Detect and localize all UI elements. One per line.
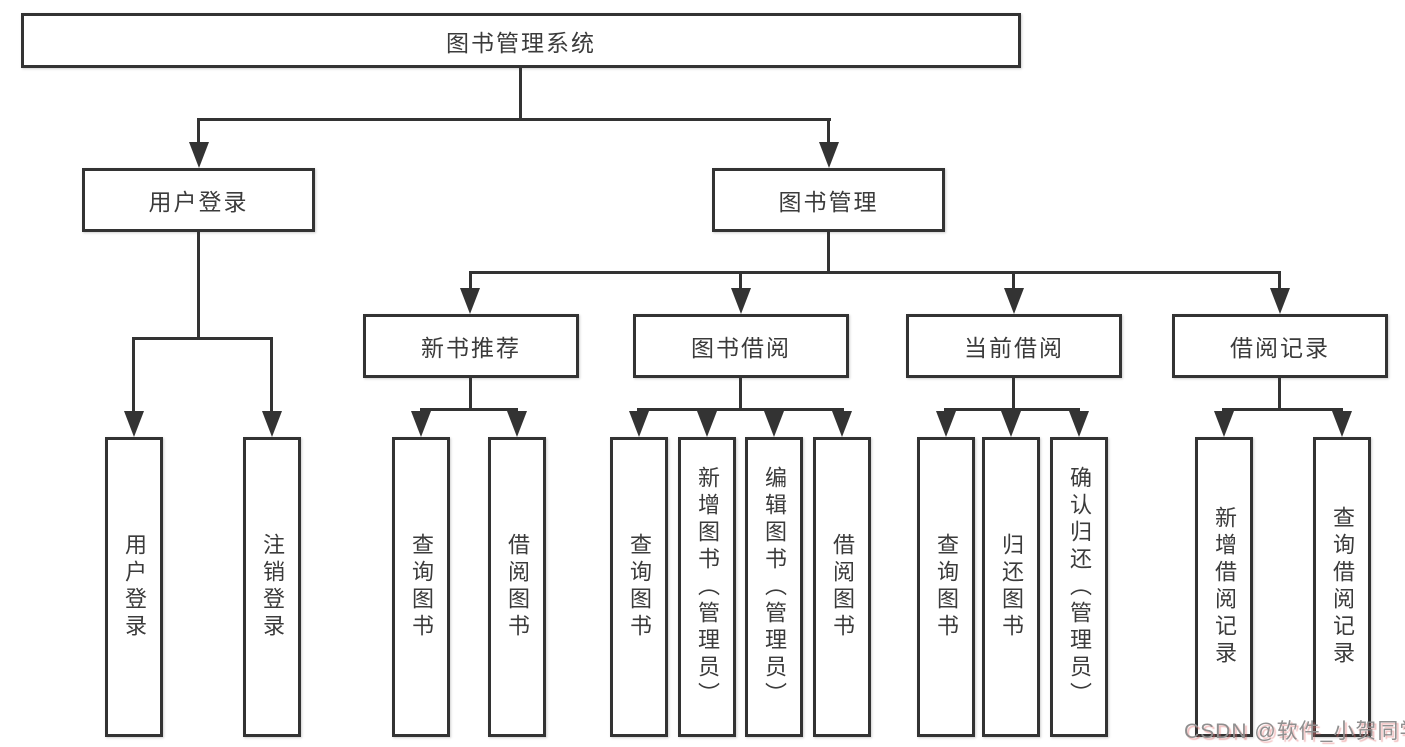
- connector-line: [469, 271, 1281, 274]
- arrow-down-icon: [764, 411, 784, 437]
- leaf-query-books-current: 查询图书: [917, 437, 975, 737]
- node-current-borrowing: 当前借阅: [906, 314, 1122, 378]
- connector-line: [469, 375, 472, 411]
- connector-line: [1222, 408, 1343, 411]
- connector-line: [739, 375, 742, 411]
- node-label: 用户登录: [148, 189, 249, 215]
- arrow-down-icon: [460, 288, 480, 314]
- arrow-down-icon: [731, 288, 751, 314]
- arrow-down-icon: [1270, 288, 1290, 314]
- leaf-logout: 注销登录: [243, 437, 301, 737]
- connector-line: [1278, 271, 1281, 290]
- leaf-label: 注销登录: [260, 533, 285, 641]
- connector-line: [197, 118, 200, 146]
- arrow-down-icon: [124, 411, 144, 437]
- leaf-query-books-recommend: 查询图书: [392, 437, 450, 737]
- arrow-down-icon: [262, 411, 282, 437]
- node-label: 新书推荐: [421, 335, 521, 361]
- arrow-down-icon: [1069, 411, 1089, 437]
- leaf-user-login: 用户登录: [105, 437, 163, 737]
- connector-line: [469, 271, 472, 290]
- connector-line: [519, 66, 522, 121]
- leaf-label: 查询借阅记录: [1330, 506, 1355, 668]
- connector-line: [1278, 375, 1281, 411]
- arrow-down-icon: [819, 142, 839, 168]
- leaf-label: 借阅图书: [830, 533, 855, 641]
- leaf-label: 借阅图书: [505, 533, 530, 641]
- leaf-query-borrow-record: 查询借阅记录: [1313, 437, 1371, 737]
- leaf-label: 新增图书（管理员）: [695, 465, 720, 709]
- node-borrow-records: 借阅记录: [1172, 314, 1388, 378]
- csdn-watermark: CSDN @软件_小贺同学: [1184, 720, 1405, 743]
- node-label: 当前借阅: [964, 335, 1064, 361]
- leaf-label: 归还图书: [999, 533, 1024, 641]
- leaf-label: 新增借阅记录: [1212, 506, 1237, 668]
- node-label: 图书管理系统: [446, 29, 596, 56]
- arrow-down-icon: [1332, 411, 1352, 437]
- leaf-label: 编辑图书（管理员）: [762, 465, 787, 709]
- leaf-confirm-return-admin: 确认归还（管理员）: [1050, 437, 1108, 737]
- leaf-label: 确认归还（管理员）: [1067, 465, 1092, 709]
- leaf-edit-books-admin: 编辑图书（管理员）: [745, 437, 803, 737]
- node-new-book-recommend: 新书推荐: [363, 314, 579, 378]
- connector-line: [827, 118, 830, 146]
- connector-line: [944, 408, 1080, 411]
- connector-line: [827, 229, 830, 274]
- connector-line: [197, 118, 831, 121]
- leaf-borrow-books: 借阅图书: [813, 437, 871, 737]
- connector-line: [270, 337, 273, 413]
- arrow-down-icon: [936, 411, 956, 437]
- arrow-down-icon: [1001, 411, 1021, 437]
- node-label: 图书管理: [778, 189, 879, 215]
- node-user-login: 用户登录: [82, 168, 315, 232]
- leaf-add-borrow-record: 新增借阅记录: [1195, 437, 1253, 737]
- arrow-down-icon: [189, 142, 209, 168]
- leaf-label: 查询图书: [934, 533, 959, 641]
- arrow-down-icon: [629, 411, 649, 437]
- arrow-down-icon: [832, 411, 852, 437]
- node-label: 借阅记录: [1230, 335, 1330, 361]
- node-label: 图书借阅: [691, 335, 791, 361]
- leaf-add-books-admin: 新增图书（管理员）: [678, 437, 736, 737]
- node-root-library-system: 图书管理系统: [21, 13, 1021, 68]
- arrow-down-icon: [697, 411, 717, 437]
- node-book-borrowing: 图书借阅: [633, 314, 849, 378]
- arrow-down-icon: [411, 411, 431, 437]
- connector-line: [1012, 271, 1015, 290]
- leaf-query-books-borrow: 查询图书: [610, 437, 668, 737]
- arrow-down-icon: [1004, 288, 1024, 314]
- leaf-label: 查询图书: [627, 533, 652, 641]
- arrow-down-icon: [507, 411, 527, 437]
- connector-line: [132, 337, 135, 413]
- node-book-management: 图书管理: [712, 168, 945, 232]
- connector-line: [420, 408, 518, 411]
- leaf-label: 查询图书: [409, 533, 434, 641]
- leaf-return-books: 归还图书: [982, 437, 1040, 737]
- leaf-borrow-books-recommend: 借阅图书: [488, 437, 546, 737]
- connector-line: [197, 229, 200, 340]
- connector-line: [1012, 375, 1015, 411]
- connector-line: [637, 408, 844, 411]
- leaf-label: 用户登录: [122, 533, 147, 641]
- connector-line: [739, 271, 742, 290]
- arrow-down-icon: [1214, 411, 1234, 437]
- connector-line: [132, 337, 273, 340]
